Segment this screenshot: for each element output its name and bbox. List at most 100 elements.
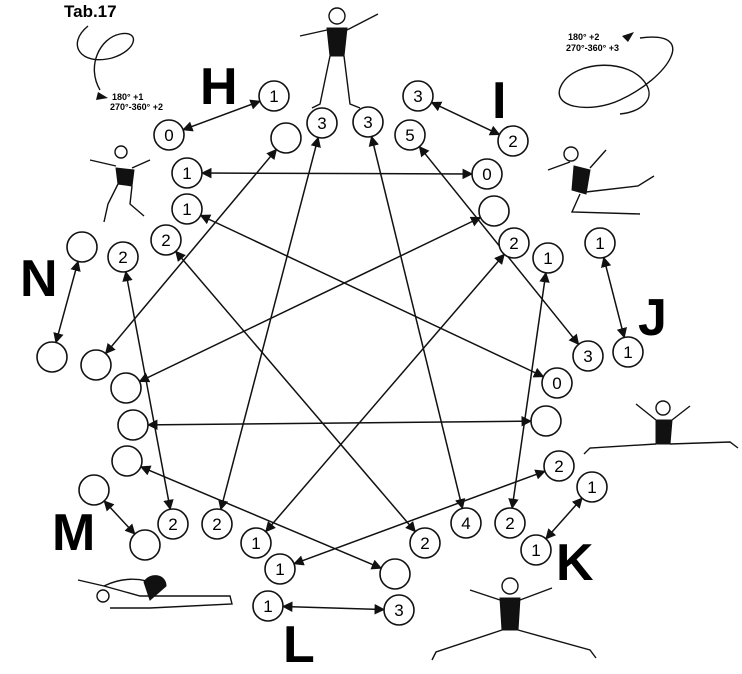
- arrow-j-pair: [600, 256, 628, 339]
- node-circle: [157, 508, 189, 540]
- node-value: 4: [461, 514, 470, 533]
- element-node-k1b: 1: [520, 534, 552, 566]
- node-value: 1: [263, 597, 272, 616]
- arrow-k-pair: [545, 497, 583, 540]
- arrow-n-pair: [53, 260, 81, 344]
- node-value: 1: [251, 534, 260, 553]
- arrow-h-pair: [182, 99, 261, 132]
- gymnast-standing-figure: [299, 7, 379, 109]
- node-circle: [543, 450, 575, 482]
- arrow-r2-to-l1a: [265, 253, 505, 533]
- gymnast-kneeling-figure: [89, 145, 151, 223]
- arrow-l2-to-b2a: [175, 250, 416, 533]
- node-circle: [171, 193, 203, 225]
- element-node-h1: 1: [258, 80, 290, 112]
- element-node-b2b: 2: [494, 507, 526, 539]
- node-value: 1: [269, 87, 278, 106]
- arrow-m-pair: [103, 500, 136, 535]
- node-value: 2: [505, 514, 514, 533]
- node-circle: [584, 227, 616, 259]
- node-value: 1: [531, 541, 540, 560]
- arrow-t3a-to-m2b: [218, 136, 321, 511]
- element-node-t3b: 3: [352, 106, 384, 138]
- arrow-horizontal-top: [200, 167, 474, 180]
- element-node-l1c: 1: [252, 590, 284, 622]
- element-node-t3a: 3: [306, 107, 338, 139]
- node-value: 2: [508, 132, 517, 151]
- rotation-note-left-line1: 180° +1: [112, 92, 143, 102]
- element-node-r0: 0: [471, 158, 503, 190]
- node-value: 2: [118, 248, 127, 267]
- element-node-l1: 1: [171, 157, 203, 189]
- element-node-bb: [379, 558, 411, 590]
- element-node-b2a: 2: [409, 527, 441, 559]
- page-title: Tab.17: [64, 2, 117, 21]
- node-circle: [129, 529, 161, 561]
- node-circle: [264, 553, 296, 585]
- node-circle: [80, 349, 112, 381]
- element-node-l2: 2: [150, 224, 182, 256]
- element-node-nb3: [80, 349, 112, 381]
- rotation-note-right-line2: 270°-360° +3: [566, 43, 619, 53]
- element-node-lb1: [110, 372, 142, 404]
- element-node-k2: 2: [543, 450, 575, 482]
- node-value: 2: [420, 534, 429, 553]
- node-value: 0: [552, 374, 561, 393]
- label-h: H: [200, 58, 238, 116]
- node-circle: [117, 409, 149, 441]
- gymnast-bridge-figure: [77, 575, 233, 609]
- element-node-r3: 3: [572, 340, 604, 372]
- element-node-mb1: [78, 474, 110, 506]
- node-value: 5: [405, 126, 414, 145]
- element-node-l1a: 1: [240, 527, 272, 559]
- node-value: 3: [363, 113, 372, 132]
- node-value: 1: [275, 560, 284, 579]
- node-circle: [107, 241, 139, 273]
- element-node-b4: 4: [450, 507, 482, 539]
- gymnast-split-figure-east: [583, 400, 739, 455]
- element-node-m2b: 2: [201, 508, 233, 540]
- node-value: 1: [595, 234, 604, 253]
- element-node-hb: [270, 122, 302, 154]
- label-i: I: [492, 72, 506, 130]
- node-circle: [478, 195, 510, 227]
- element-node-j1a: 1: [584, 227, 616, 259]
- node-circle: [576, 471, 608, 503]
- node-circle: [450, 507, 482, 539]
- node-circle: [258, 80, 290, 112]
- node-circle: [394, 119, 426, 151]
- element-node-r2: 2: [498, 227, 530, 259]
- node-value: 1: [182, 200, 191, 219]
- element-node-r0b: 0: [541, 367, 573, 399]
- element-node-m2a: 2: [157, 508, 189, 540]
- rotation-loop-left-icon: [76, 25, 135, 100]
- node-circle: [541, 367, 573, 399]
- node-circle: [383, 594, 415, 626]
- element-node-nb1: [66, 231, 98, 263]
- rotation-loop-right-icon: [558, 32, 674, 115]
- node-value: 2: [168, 515, 177, 534]
- gymnast-split-figure-right: [547, 146, 655, 215]
- node-value: 2: [509, 234, 518, 253]
- node-value: 2: [161, 231, 170, 250]
- arrow-l1d-to-r0b: [199, 214, 545, 378]
- element-node-j1b: 1: [612, 336, 644, 368]
- arrow-r1-to-b2b: [508, 271, 550, 510]
- node-circle: [379, 558, 411, 590]
- node-circle: [497, 125, 529, 157]
- node-circle: [111, 445, 143, 477]
- node-circle: [520, 534, 552, 566]
- node-circle: [150, 224, 182, 256]
- node-circle: [240, 527, 272, 559]
- node-circle: [252, 590, 284, 622]
- node-circle: [494, 507, 526, 539]
- node-value: 1: [623, 343, 632, 362]
- node-circle: [498, 227, 530, 259]
- node-value: 0: [164, 126, 173, 145]
- element-node-l3: 3: [383, 594, 415, 626]
- node-circle: [409, 527, 441, 559]
- node-circle: [402, 80, 434, 112]
